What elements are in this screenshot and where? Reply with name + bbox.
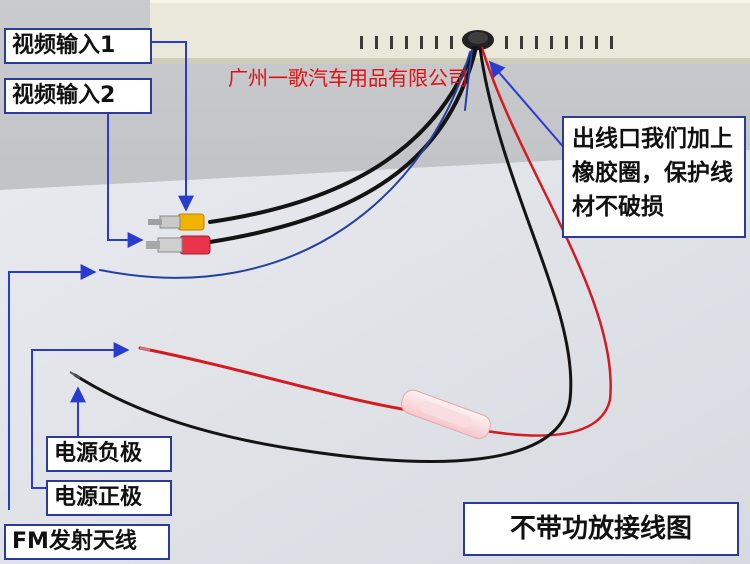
label-cable-outlet: 出线口我们加上橡胶圈，保护线材不破损 <box>562 116 746 238</box>
vent-slots <box>360 36 613 49</box>
device-unit <box>150 0 750 64</box>
fuse-holder <box>400 389 491 440</box>
red-wire-tip <box>139 347 151 351</box>
callout-power-positive <box>31 342 130 489</box>
rca-connector-red <box>146 235 211 255</box>
wire-black-rca-2 <box>208 46 478 244</box>
callout-cable-outlet <box>488 60 567 151</box>
caption-wiring-diagram: 不带功放接线图 <box>463 502 739 556</box>
label-power-negative: 电源负极 <box>46 436 172 472</box>
wire-black-rca <box>208 46 476 224</box>
callout-video-1 <box>152 41 194 212</box>
company-watermark: 广州一歌汽车用品有限公司 <box>228 66 468 90</box>
label-power-positive: 电源正极 <box>46 480 172 516</box>
wire-blue-antenna <box>99 51 471 279</box>
wire-blue-short <box>464 49 473 111</box>
label-fm-antenna: FM发射天线 <box>4 524 170 560</box>
wire-red-positive <box>138 346 422 414</box>
label-video-input-1: 视频输入1 <box>4 28 152 64</box>
wire-black-loop <box>73 46 573 463</box>
rca-connector-yellow <box>148 213 205 231</box>
callout-video-2 <box>107 94 144 248</box>
label-video-input-2: 视频输入2 <box>4 78 152 114</box>
black-wire-tip <box>69 371 81 379</box>
rubber-grommet <box>462 30 494 50</box>
callout-fm-antenna <box>8 264 97 510</box>
